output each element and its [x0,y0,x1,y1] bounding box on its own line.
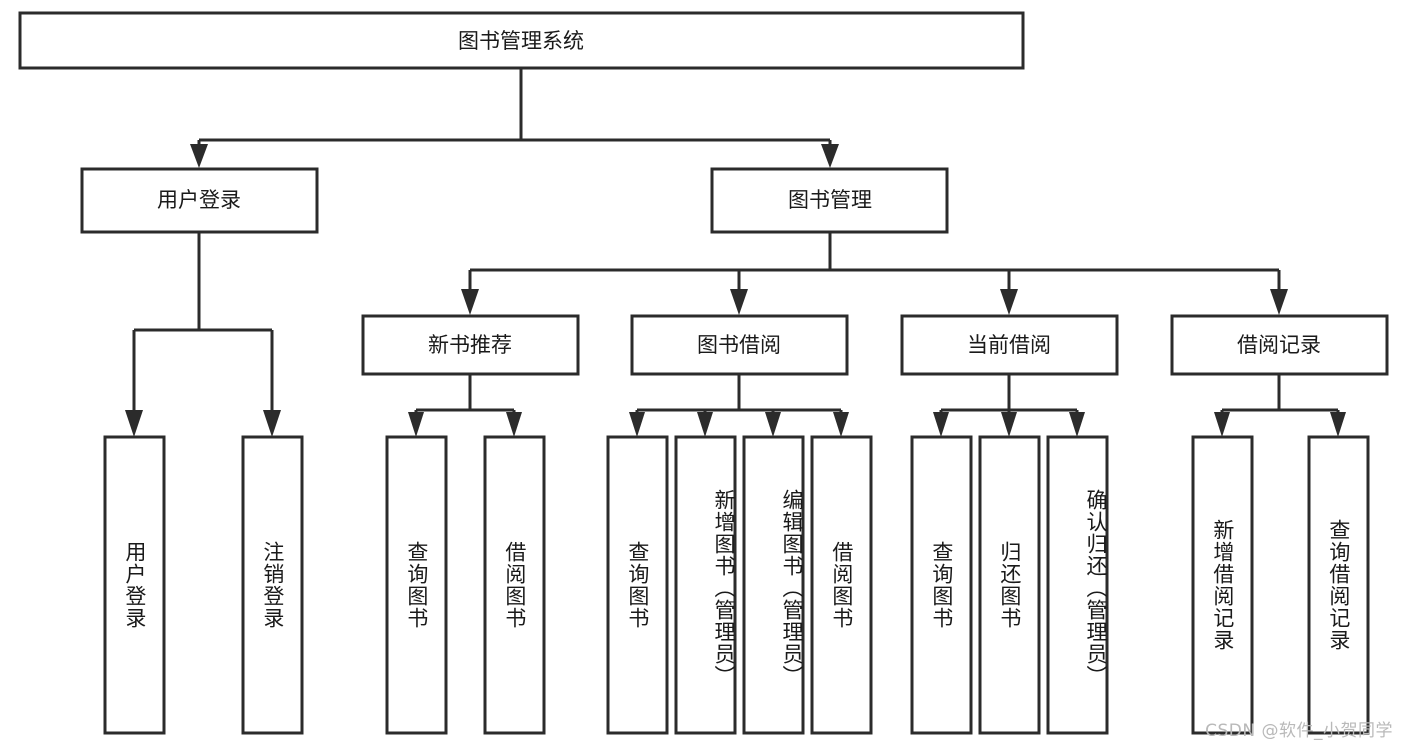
arrowhead-newbook-leaf-1 [408,412,424,437]
leaf-box-record-query-record[interactable] [1307,435,1370,735]
arrowhead-currentborrow-leaf-2 [1001,412,1017,437]
leaf-box-record-add-record[interactable] [1191,435,1254,735]
leaf-box-current-confirm-return[interactable] [1046,435,1109,735]
arrowhead-bookborrow-leaf-3 [765,412,781,437]
node-book-borrow-label: 图书借阅 [697,333,781,357]
node-new-book-recommend-label: 新书推荐 [428,333,512,357]
node-book-manage-box[interactable] [710,167,949,234]
node-book-manage-label: 图书管理 [788,188,872,212]
arrowhead-borrow-record [1270,289,1288,315]
node-root-box[interactable] [18,11,1025,70]
node-new-book-recommend[interactable]: 新书推荐 [361,314,580,376]
leaf-box-borrow-add-book[interactable] [674,435,737,735]
arrowhead-leaf-logout [263,410,281,437]
node-borrow-record-box[interactable] [1170,314,1389,376]
node-user-login-box[interactable] [80,167,319,234]
node-current-borrow-box[interactable] [900,314,1119,376]
node-book-manage[interactable]: 图书管理 [710,167,949,234]
node-user-login[interactable]: 用户登录 [80,167,319,234]
leaf-box-newbook-query-book[interactable] [385,435,448,735]
node-current-borrow[interactable]: 当前借阅 [900,314,1119,376]
arrowhead-bookborrow-leaf-4 [833,412,849,437]
node-book-borrow-box[interactable] [630,314,849,376]
arrowhead-new-book [461,289,479,315]
leaf-box-borrow-query-book[interactable] [606,435,669,735]
node-book-borrow[interactable]: 图书借阅 [630,314,849,376]
arrowhead-borrowrecord-leaf-2 [1330,412,1346,437]
arrowhead-leaf-user-login [125,410,143,437]
arrowhead-book-manage [821,144,839,168]
node-root-label: 图书管理系统 [458,29,584,53]
node-root[interactable]: 图书管理系统 [18,11,1025,70]
leaf-box-layer [103,435,1370,735]
arrowhead-user-login [190,144,208,168]
leaf-box-user-login[interactable] [103,435,166,735]
watermark-label: CSDN @软件_小贺同学 [1205,721,1393,741]
node-current-borrow-label: 当前借阅 [967,333,1051,357]
arrowhead-newbook-leaf-2 [506,412,522,437]
node-borrow-record[interactable]: 借阅记录 [1170,314,1389,376]
leaf-box-current-return-book[interactable] [978,435,1041,735]
leaf-box-logout[interactable] [241,435,304,735]
arrowhead-currentborrow-leaf-1 [933,412,949,437]
leaf-box-current-query-book[interactable] [910,435,973,735]
connector-layer [125,68,1346,437]
leaf-box-newbook-borrow-book[interactable] [483,435,546,735]
leaf-box-borrow-edit-book[interactable] [742,435,805,735]
leaf-box-borrow-borrow-book[interactable] [810,435,873,735]
arrowhead-borrowrecord-leaf-1 [1214,412,1230,437]
node-user-login-label: 用户登录 [157,188,241,212]
arrowhead-bookborrow-leaf-1 [629,412,645,437]
node-new-book-recommend-box[interactable] [361,314,580,376]
node-borrow-record-label: 借阅记录 [1237,333,1321,357]
arrowhead-currentborrow-leaf-3 [1069,412,1085,437]
arrowhead-bookborrow-leaf-2 [697,412,713,437]
arrowhead-book-borrow [730,289,748,315]
arrowhead-current-borrow [1000,289,1018,315]
